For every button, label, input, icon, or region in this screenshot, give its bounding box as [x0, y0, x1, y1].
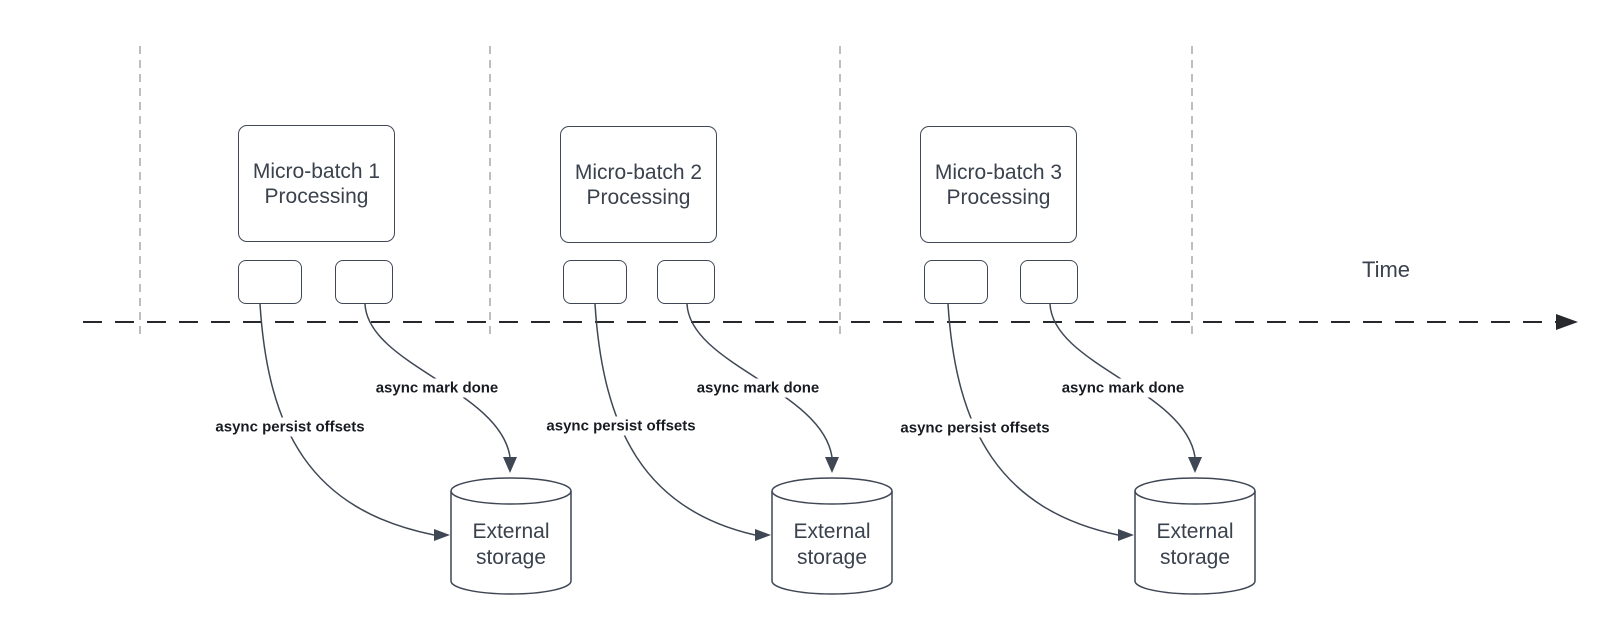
micro-batch-1-title-line2: Processing [264, 184, 369, 208]
micro-batch-2-title-line1: Micro-batch 2 [574, 160, 703, 184]
mark-done-arrow-3 [1049, 303, 1196, 458]
micro-batch-2-processing-box: Micro-batch 2 Processing [560, 126, 717, 243]
external-storage-cylinder-3-rim [1134, 490, 1256, 505]
persist-offsets-arrow-2 [594, 303, 756, 536]
time-axis-label: Time [1361, 257, 1411, 282]
mark-done-task-box-2 [657, 260, 715, 304]
external-storage-label-2-line2: storage [796, 545, 868, 569]
micro-batch-3-title-line2: Processing [946, 185, 1051, 209]
persist-task-box-2 [563, 260, 627, 304]
external-storage-cylinder-2 [771, 477, 893, 595]
persist-offsets-arrow-3 [947, 303, 1119, 536]
micro-batch-3-title-line1: Micro-batch 3 [934, 160, 1063, 184]
micro-batch-3-processing-box: Micro-batch 3 Processing [920, 126, 1077, 243]
mark-done-arrowhead-icon-1 [503, 457, 517, 473]
external-storage-cylinder-1 [450, 477, 572, 595]
external-storage-label-1-line2: storage [475, 545, 547, 569]
persist-task-box-3 [924, 260, 988, 304]
micro-batch-1-title-line1: Micro-batch 1 [252, 159, 381, 183]
external-storage-cylinder-1-rim [450, 490, 572, 505]
external-storage-cylinder-3 [1134, 477, 1256, 595]
persist-offsets-label-3: async persist offsets [897, 418, 1053, 438]
persist-offsets-label-1: async persist offsets [212, 417, 368, 437]
mark-done-label-3: async mark done [1058, 378, 1188, 398]
external-storage-label-3-line1: External [1156, 519, 1234, 543]
persist-offsets-arrow-1 [259, 303, 435, 536]
external-storage-label-2: External storage [772, 478, 892, 595]
mark-done-arrowhead-icon-2 [825, 457, 839, 473]
mark-done-label-1: async mark done [372, 378, 502, 398]
persist-offsets-arrowhead-icon-1 [434, 529, 450, 541]
external-storage-label-1: External storage [451, 478, 571, 595]
mark-done-arrow-1 [364, 303, 511, 458]
persist-task-box-1 [238, 260, 302, 304]
external-storage-cylinder-2-rim [771, 490, 893, 505]
time-axis-arrowhead-icon [1556, 314, 1578, 330]
mark-done-arrow-2 [686, 303, 833, 458]
external-storage-label-1-line1: External [472, 519, 550, 543]
mark-done-label-2: async mark done [693, 378, 823, 398]
micro-batch-1-processing-box: Micro-batch 1 Processing [238, 125, 395, 242]
persist-offsets-label-2: async persist offsets [543, 416, 699, 436]
external-storage-label-3-line2: storage [1159, 545, 1231, 569]
mark-done-arrowhead-icon-3 [1188, 457, 1202, 473]
mark-done-task-box-1 [335, 260, 393, 304]
mark-done-task-box-3 [1020, 260, 1078, 304]
external-storage-label-2-line1: External [793, 519, 871, 543]
micro-batch-2-title-line2: Processing [586, 185, 691, 209]
external-storage-label-3: External storage [1135, 478, 1255, 595]
persist-offsets-arrowhead-icon-3 [1118, 529, 1134, 541]
persist-offsets-arrowhead-icon-2 [755, 529, 771, 541]
